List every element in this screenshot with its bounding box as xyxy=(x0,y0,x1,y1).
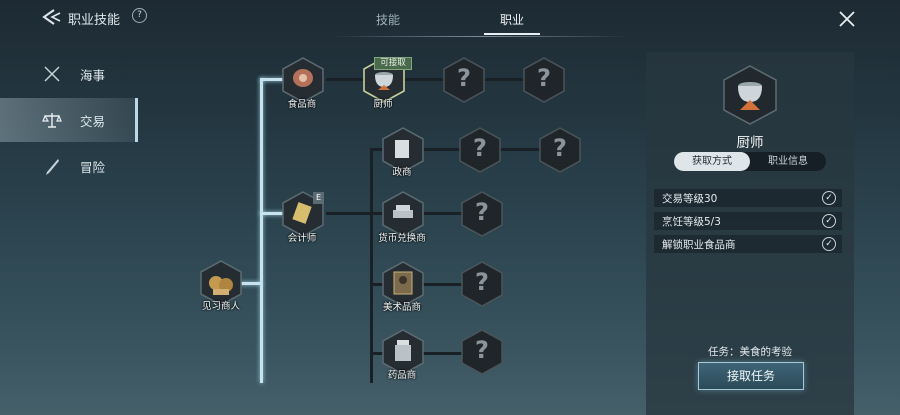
requirement-text: 交易等级30 xyxy=(662,193,718,205)
locked-label: ? xyxy=(537,64,551,92)
locked-hex-icon xyxy=(539,127,581,173)
connector xyxy=(326,78,536,81)
node-politician[interactable] xyxy=(381,126,425,174)
node-label: 货币兑换商 xyxy=(378,233,426,244)
node-food-merchant[interactable] xyxy=(281,56,325,104)
active-tab-indicator xyxy=(484,33,540,35)
connector xyxy=(326,212,386,215)
connector xyxy=(238,282,262,285)
node-locked[interactable]: ? xyxy=(522,56,566,104)
requirement-text: 解锁职业食品商 xyxy=(662,239,736,251)
tree-trunk xyxy=(260,78,263,383)
scales-icon xyxy=(42,113,62,128)
connector xyxy=(370,148,373,383)
node-label: 药品商 xyxy=(387,370,417,381)
requirement-row: 烹饪等级5/3 ✓ xyxy=(654,212,842,230)
profession-name: 厨师 xyxy=(736,135,764,151)
sidebar-item-label: 冒险 xyxy=(80,160,106,175)
top-bar: 职业技能 ? 技能 职业 xyxy=(0,0,900,37)
check-icon: ✓ xyxy=(822,191,836,205)
requirement-row: 交易等级30 ✓ xyxy=(654,189,842,207)
scroll-icon xyxy=(382,127,424,173)
silver-bars-icon xyxy=(382,191,424,237)
connector xyxy=(260,78,288,81)
node-locked[interactable]: ? xyxy=(458,126,502,174)
chef-cooking-pot-icon xyxy=(723,65,777,125)
check-icon: ✓ xyxy=(822,237,836,251)
node-label: 政商 xyxy=(392,167,412,178)
food-icon xyxy=(282,57,324,103)
crossed-swords-icon xyxy=(44,66,60,82)
connector xyxy=(420,212,470,215)
page-title: 职业技能 xyxy=(68,13,121,28)
connector xyxy=(260,212,288,215)
back-arrow-icon[interactable] xyxy=(40,7,64,27)
quest-label: 任务：美食的考验 xyxy=(708,346,792,358)
node-label: 食品商 xyxy=(287,99,317,110)
tab-profession[interactable]: 职业 xyxy=(500,13,525,27)
node-locked[interactable]: ? xyxy=(460,190,504,238)
locked-hex-icon xyxy=(523,57,565,103)
locked-label: ? xyxy=(475,336,489,364)
connector xyxy=(370,283,390,286)
detail-panel: 厨师 获取方式 职业信息 交易等级30 ✓ 烹饪等级5/3 ✓ 解锁职业食品商 … xyxy=(646,52,854,415)
coin-sacks-icon xyxy=(200,260,242,306)
tab-divider xyxy=(330,36,630,37)
requirement-row: 解锁职业食品商 ✓ xyxy=(654,235,842,253)
detail-tabs: 获取方式 职业信息 xyxy=(674,152,826,171)
medicine-jar-icon xyxy=(382,329,424,375)
sidebar-item-trade[interactable]: 交易 xyxy=(0,98,138,142)
check-icon: ✓ xyxy=(822,214,836,228)
node-art-dealer[interactable] xyxy=(381,260,425,308)
available-badge: 可接取 xyxy=(374,57,412,70)
node-locked[interactable]: ? xyxy=(538,126,582,174)
connector xyxy=(420,283,470,286)
help-icon[interactable]: ? xyxy=(132,8,147,23)
node-pharmaceutical-merchant[interactable] xyxy=(381,328,425,376)
node-label: 美术品商 xyxy=(382,302,422,313)
sidebar-item-adventure[interactable]: 冒险 xyxy=(0,144,138,188)
tab-acquisition[interactable]: 获取方式 xyxy=(674,152,750,171)
sidebar-item-maritime[interactable]: 海事 xyxy=(0,52,138,96)
tab-profession-info[interactable]: 职业信息 xyxy=(768,156,808,167)
tab-skills[interactable]: 技能 xyxy=(376,13,401,27)
painting-icon xyxy=(382,261,424,307)
locked-hex-icon xyxy=(459,127,501,173)
e-badge: E xyxy=(313,192,324,204)
node-label: 厨师 xyxy=(373,99,393,110)
node-locked[interactable]: ? xyxy=(460,260,504,308)
locked-hex-icon xyxy=(443,57,485,103)
node-apprentice-merchant[interactable] xyxy=(199,259,243,307)
node-locked[interactable]: ? xyxy=(460,328,504,376)
requirement-text: 烹饪等级5/3 xyxy=(662,216,721,228)
node-locked[interactable]: ? xyxy=(442,56,486,104)
sidebar-item-label: 海事 xyxy=(80,68,106,83)
node-label: 会计师 xyxy=(287,233,317,244)
quill-icon xyxy=(46,159,59,175)
close-icon[interactable] xyxy=(836,8,858,30)
node-currency-exchanger[interactable] xyxy=(381,190,425,238)
locked-hex-icon xyxy=(461,329,503,375)
locked-hex-icon xyxy=(461,191,503,237)
locked-label: ? xyxy=(457,64,471,92)
locked-label: ? xyxy=(475,268,489,296)
accept-quest-button[interactable]: 接取任务 xyxy=(698,362,804,390)
locked-label: ? xyxy=(553,134,567,162)
sidebar-item-label: 交易 xyxy=(80,114,106,129)
locked-label: ? xyxy=(473,134,487,162)
locked-hex-icon xyxy=(461,261,503,307)
node-label: 见习商人 xyxy=(201,301,241,312)
locked-label: ? xyxy=(475,198,489,226)
